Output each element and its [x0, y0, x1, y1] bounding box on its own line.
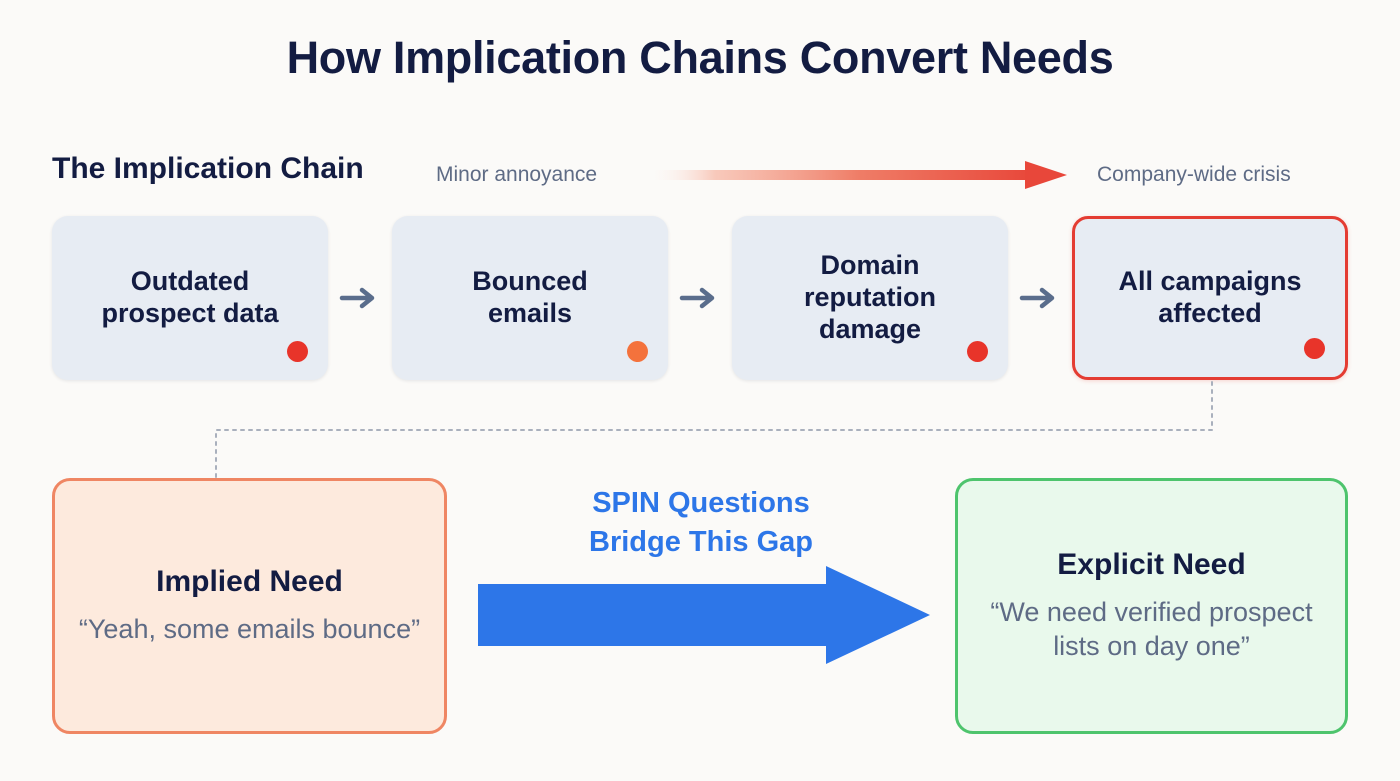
chain-step-4[interactable]: All campaigns affected	[1072, 216, 1348, 380]
arrow-right-icon-3	[1019, 287, 1055, 309]
implied-need-quote: “Yeah, some emails bounce”	[78, 614, 421, 645]
explicit-need-quote: “We need verified prospect lists on day …	[990, 597, 1313, 661]
severity-dot-icon	[287, 341, 308, 362]
bridge-label: SPIN Questions Bridge This Gap	[589, 487, 813, 558]
implication-chain-row: Outdated prospect data Bounced emails Do…	[52, 216, 1348, 380]
chain-step-2-label: Bounced emails	[472, 266, 588, 328]
arrow-right-icon-2	[679, 287, 715, 309]
explicit-need-card[interactable]: Explicit Need “We need verified prospect…	[955, 478, 1348, 734]
implied-need-card[interactable]: Implied Need “Yeah, some emails bounce”	[52, 478, 447, 734]
implied-need-title: Implied Need	[156, 565, 343, 599]
scale-label-right: Company-wide crisis	[1097, 163, 1291, 186]
severity-dot-icon	[627, 341, 648, 362]
explicit-need-title: Explicit Need	[1057, 548, 1246, 582]
page-title: How Implication Chains Convert Needs	[286, 32, 1114, 83]
bridge-arrow-icon	[478, 566, 930, 664]
chain-step-3-label: Domain reputation damage	[804, 250, 936, 344]
section-heading: The Implication Chain	[52, 152, 364, 185]
chain-step-4-label: All campaigns affected	[1118, 266, 1302, 328]
severity-dot-icon	[967, 341, 988, 362]
chain-step-1[interactable]: Outdated prospect data	[52, 216, 328, 380]
scale-label-left: Minor annoyance	[436, 163, 598, 186]
chain-step-3[interactable]: Domain reputation damage	[732, 216, 1008, 380]
chain-step-1-label: Outdated prospect data	[101, 266, 279, 328]
arrow-right-icon-1	[339, 287, 375, 309]
severity-gradient-arrow-icon	[645, 161, 1067, 189]
chain-step-2[interactable]: Bounced emails	[392, 216, 668, 380]
severity-dot-icon	[1304, 338, 1325, 359]
